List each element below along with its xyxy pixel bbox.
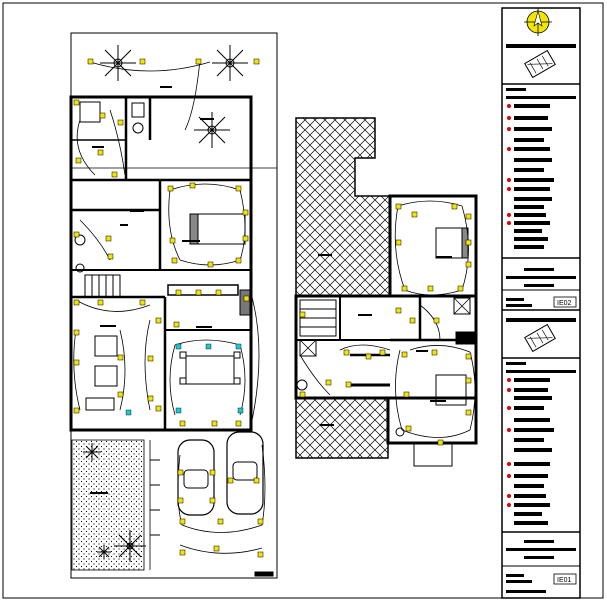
legend-upper	[506, 44, 576, 307]
legend-upper-symbols	[507, 104, 511, 225]
ground-floor-outlets	[73, 58, 264, 558]
roof-hatch-top	[295, 117, 391, 297]
key-plan-thumbnail-lower	[524, 323, 556, 353]
car-right	[226, 431, 264, 515]
roof-hatch-bottom	[295, 397, 389, 459]
car-left	[177, 439, 215, 516]
upper-floor-outlets	[299, 203, 472, 446]
palm-tree-symbols	[83, 45, 248, 562]
title-block	[501, 7, 581, 599]
ground-floor-labels	[90, 86, 214, 494]
legend-lower	[506, 318, 576, 593]
sheet-code-lower: IE01	[557, 577, 572, 584]
ground-floor-circuits	[73, 59, 266, 554]
north-arrow-icon	[524, 8, 552, 36]
garden-hatch	[71, 439, 145, 571]
sheet-code-upper: IE02	[557, 300, 572, 307]
upper-floor-plan	[294, 117, 478, 467]
ground-floor-fixtures-cyan	[125, 343, 244, 416]
key-plan-thumbnail-upper	[524, 49, 556, 79]
house-walls	[69, 95, 253, 432]
upper-floor-circuits	[299, 200, 476, 438]
upper-floor-labels	[318, 254, 452, 426]
legend-lower-symbols	[507, 378, 511, 507]
